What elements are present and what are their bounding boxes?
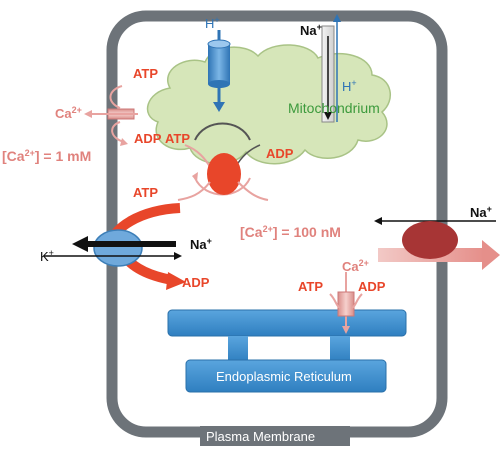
h-plus-top-label: H+ [205,15,220,31]
h-plus-mito-label: H+ [342,78,357,94]
na-h-exchanger-icon [321,14,341,123]
atp-er-label: ATP [298,279,324,294]
atp-left-label: ATP [133,66,159,81]
ca-atpase-left-icon [84,85,138,146]
ca-er-label: Ca2+ [342,258,369,274]
adp-left-label: ADP [134,131,162,146]
adp-er-label: ADP [358,279,386,294]
k-pump-label: K+ [40,248,54,264]
na-ca-exchanger-icon [374,217,500,270]
adp-pump-label: ADP [182,275,210,290]
atp-pump-label: ATP [133,185,159,200]
atp-mito-label: ATP [165,131,191,146]
ca-outside-concentration: [Ca2+] = 1 mM [2,148,92,164]
er-label: Endoplasmic Reticulum [216,369,352,384]
na-pump-label: Na+ [190,236,212,252]
proton-channel-icon [207,30,231,112]
ca-inside-concentration: [Ca2+] = 100 nM [240,224,341,240]
na-right-label: Na+ [470,204,492,220]
na-k-pump-icon [44,203,186,290]
na-top-label: Na+ [300,22,322,38]
mitochondrium-label: Mitochondrium [288,100,380,116]
plasma-membrane-label: Plasma Membrane [206,429,316,444]
atp-synthase-icon [177,122,269,201]
plasma-membrane-label-box [200,426,350,446]
ca-left-label: Ca2+ [55,105,82,121]
er-ca-channel-icon [329,272,363,334]
adp-mito-label: ADP [266,146,294,161]
